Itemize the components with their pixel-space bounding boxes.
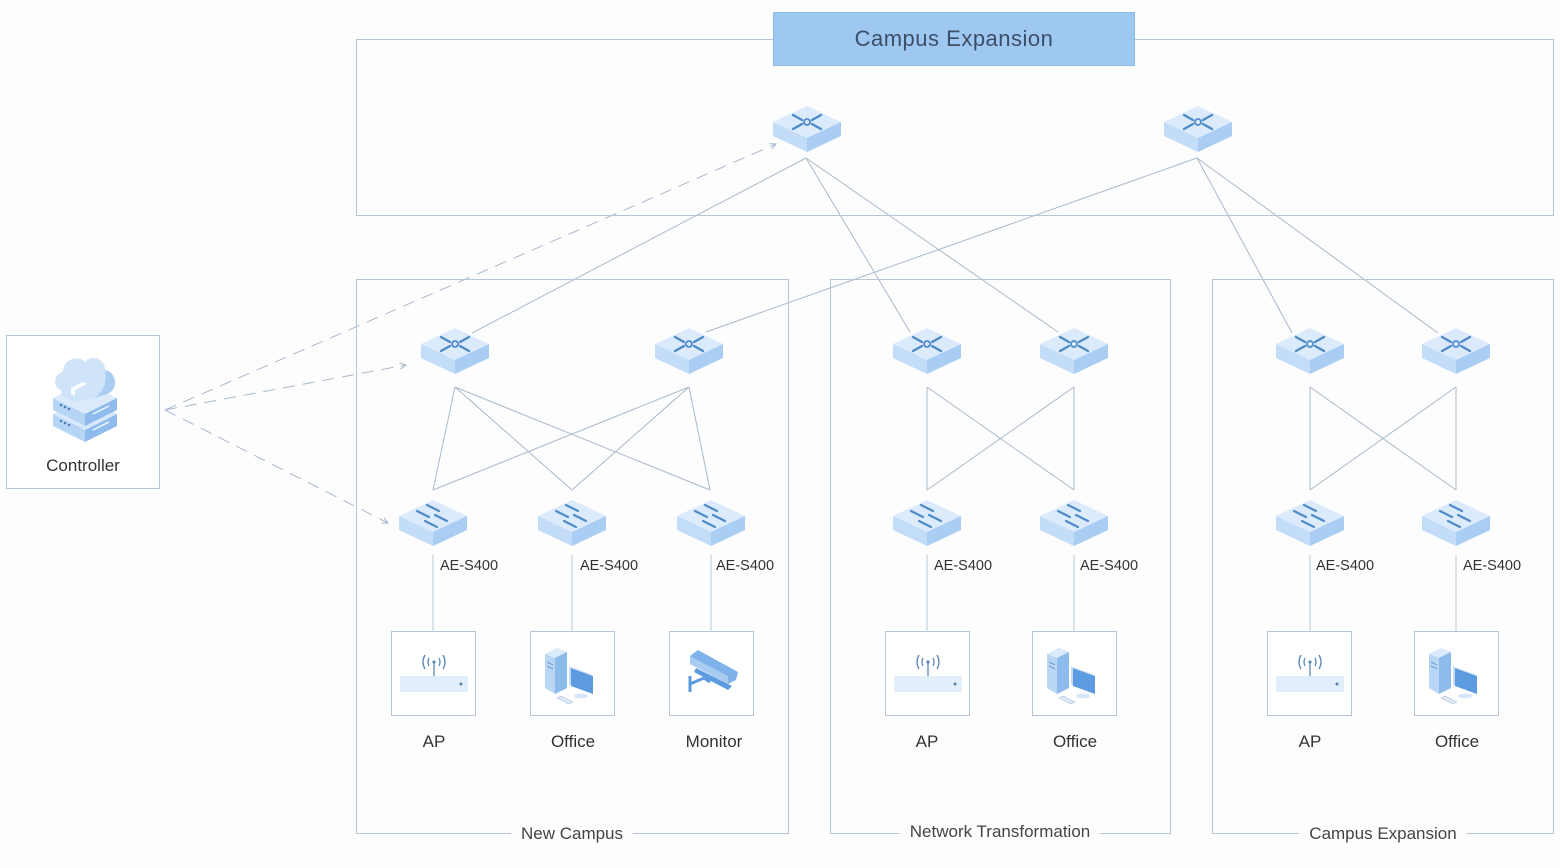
switch-icon [1422, 500, 1490, 546]
model-label: AE-S400 [440, 558, 499, 574]
endpoint-office[interactable] [530, 631, 615, 716]
link-nt [926, 386, 1075, 491]
link-nc [571, 386, 690, 491]
switch-icon [677, 500, 745, 546]
switch-icon [893, 500, 961, 546]
endpoint-label: AP [915, 732, 939, 751]
access-switch[interactable] [534, 494, 614, 558]
access-switch[interactable] [673, 494, 753, 558]
controller-link-access [164, 409, 388, 523]
link-nc [688, 386, 711, 491]
model-label: AE-S400 [934, 558, 993, 574]
group-label-campus-expansion: Campus Expansion [1299, 824, 1467, 844]
router-icon [893, 328, 961, 374]
link-core1-nt-agg2 [805, 157, 1059, 333]
endpoint-label: AP [1298, 732, 1322, 751]
controller-link-agg [164, 365, 406, 411]
access-switch[interactable] [1272, 494, 1352, 558]
switch-icon [538, 500, 606, 546]
endpoint-label: Office [1052, 732, 1098, 751]
access-switch[interactable] [395, 494, 475, 558]
desktop-computer-icon [1047, 648, 1095, 705]
access-point-icon [400, 654, 468, 692]
group-frame-network-transformation [830, 279, 1171, 834]
aggregation-router[interactable] [1418, 322, 1498, 386]
endpoint-office[interactable] [1032, 631, 1117, 716]
group-frame-campus-expansion [1212, 279, 1554, 834]
endpoint-ap[interactable] [885, 631, 970, 716]
model-label: AE-S400 [580, 558, 639, 574]
router-icon [773, 106, 841, 152]
desktop-computer-icon [1429, 648, 1477, 705]
model-label: AE-S400 [1316, 558, 1375, 574]
controller-node[interactable]: Controller [6, 335, 160, 489]
link-nc [432, 386, 456, 491]
link-nc [454, 386, 573, 491]
aggregation-router[interactable] [1272, 322, 1352, 386]
router-icon [1276, 328, 1344, 374]
security-camera-icon [688, 650, 738, 692]
link-ce [1309, 386, 1457, 491]
endpoint-label: AP [422, 732, 446, 751]
endpoint-label: Office [1434, 732, 1480, 751]
endpoint-ap[interactable] [391, 631, 476, 716]
access-point-icon [1276, 654, 1344, 692]
link-core2-ce-agg1 [1196, 157, 1293, 334]
aggregation-router[interactable] [889, 322, 969, 386]
page-title: Campus Expansion [773, 12, 1135, 66]
link-nc [432, 386, 690, 491]
access-switch[interactable] [1036, 494, 1116, 558]
switch-icon [399, 500, 467, 546]
core-router[interactable] [1160, 100, 1240, 164]
desktop-computer-icon [545, 648, 593, 705]
link-core2-nc-agg2 [705, 157, 1198, 333]
model-label: AE-S400 [1463, 558, 1522, 574]
endpoint-monitor[interactable] [669, 631, 754, 716]
switch-icon [1276, 500, 1344, 546]
link-core1-nc-agg1 [471, 157, 807, 334]
controller-link-core [164, 144, 776, 411]
link-core1-nt-agg1 [805, 157, 911, 333]
endpoint-ap[interactable] [1267, 631, 1352, 716]
aggregation-router[interactable] [1036, 322, 1116, 386]
access-switch[interactable] [889, 494, 969, 558]
core-router[interactable] [769, 100, 849, 164]
group-label-new-campus: New Campus [510, 824, 634, 844]
group-label-network-transformation: Network Transformation [899, 822, 1101, 842]
endpoint-office[interactable] [1414, 631, 1499, 716]
controller-label: Controller [46, 456, 120, 475]
cloud-server-icon [53, 357, 117, 442]
model-label: AE-S400 [1080, 558, 1139, 574]
access-switch[interactable] [1418, 494, 1498, 558]
router-icon [1422, 328, 1490, 374]
aggregation-router[interactable] [651, 322, 731, 386]
endpoint-label: Monitor [685, 732, 743, 751]
endpoint-label: Office [550, 732, 596, 751]
router-icon [1164, 106, 1232, 152]
switch-icon [1040, 500, 1108, 546]
router-icon [655, 328, 723, 374]
aggregation-router[interactable] [417, 322, 497, 386]
router-icon [421, 328, 489, 374]
access-point-icon [894, 654, 962, 692]
link-nc [454, 386, 711, 491]
router-icon [1040, 328, 1108, 374]
model-label: AE-S400 [716, 558, 775, 574]
link-core2-ce-agg2 [1196, 157, 1439, 334]
